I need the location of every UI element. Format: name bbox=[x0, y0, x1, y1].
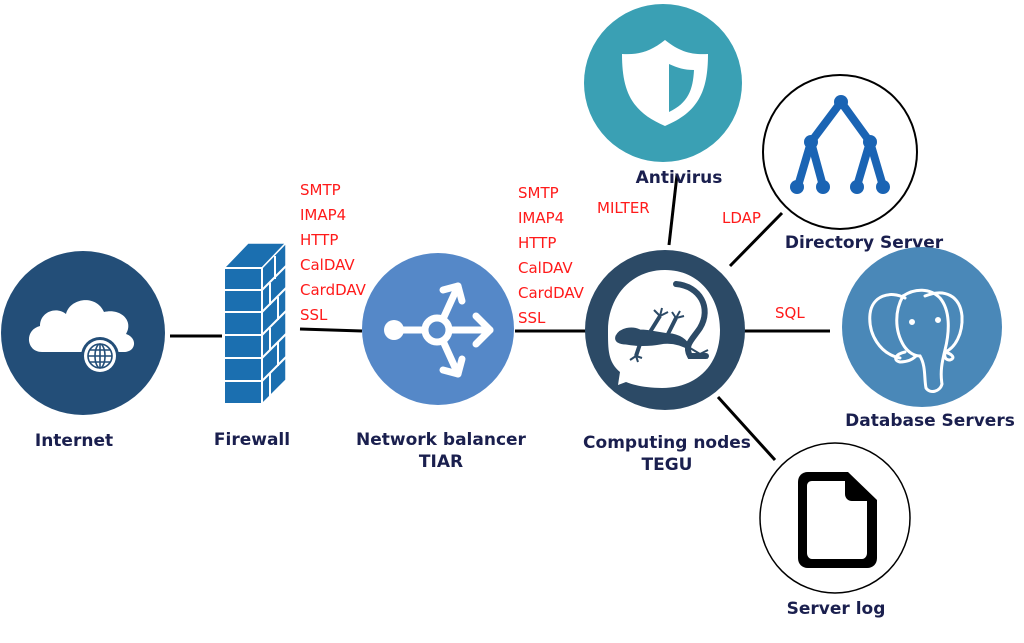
firewall-label: Firewall bbox=[214, 430, 290, 450]
protocol-label: CardDAV bbox=[518, 284, 585, 302]
antivirus-label: Antivirus bbox=[636, 168, 723, 188]
node-internet[interactable]: Internet bbox=[1, 251, 165, 451]
protocol-label: CardDAV bbox=[300, 281, 367, 299]
protocol-label: HTTP bbox=[300, 231, 338, 249]
protocol-label: SSL bbox=[518, 309, 546, 327]
split-arrows-icon bbox=[390, 282, 494, 378]
tegu-label-line1: Computing nodes bbox=[583, 433, 751, 453]
node-antivirus[interactable]: Antivirus bbox=[584, 4, 742, 188]
node-database-servers[interactable]: Database Servers bbox=[842, 247, 1015, 431]
source-dot bbox=[384, 320, 404, 340]
internet-label: Internet bbox=[35, 431, 113, 451]
ldap-protocol-label: LDAP bbox=[722, 209, 761, 227]
protocol-label: HTTP bbox=[518, 234, 556, 252]
protocol-label: IMAP4 bbox=[518, 209, 564, 227]
node-firewall[interactable]: Firewall bbox=[214, 241, 290, 450]
protocol-label: CalDAV bbox=[518, 259, 573, 277]
node-computing-tegu[interactable]: Computing nodes TEGU bbox=[583, 250, 751, 475]
edge-tegu-serverlog bbox=[716, 395, 777, 462]
tegu-label-line2: TEGU bbox=[642, 455, 693, 475]
brick-wall-icon bbox=[222, 241, 288, 406]
directory-label: Directory Server bbox=[785, 233, 944, 253]
cloud-globe-icon bbox=[28, 300, 135, 375]
node-directory-server[interactable]: Directory Server bbox=[762, 74, 944, 253]
lizard-icon bbox=[615, 281, 709, 363]
edge-tegu-directory bbox=[728, 211, 784, 268]
protocol-label: SMTP bbox=[300, 181, 341, 199]
balancer-circle bbox=[362, 253, 514, 405]
node-network-balancer[interactable]: Network balancer TIAR bbox=[356, 253, 527, 472]
balancer-label-line2: TIAR bbox=[419, 452, 463, 472]
shield-icon bbox=[622, 40, 708, 126]
document-icon bbox=[798, 472, 877, 568]
sql-protocol-label: SQL bbox=[775, 304, 805, 322]
edge-firewall-balancer bbox=[299, 327, 363, 333]
edge-tegu-antivirus bbox=[667, 174, 679, 246]
milter-protocol-label: MILTER bbox=[597, 199, 650, 217]
database-circle bbox=[842, 247, 1002, 407]
serverlog-label: Server log bbox=[787, 599, 886, 619]
elephant-icon bbox=[868, 288, 964, 393]
protocol-label: IMAP4 bbox=[300, 206, 346, 224]
protocol-label: SMTP bbox=[518, 184, 559, 202]
tree-hierarchy-icon bbox=[790, 95, 890, 194]
node-server-log[interactable]: Server log bbox=[759, 442, 911, 619]
protocol-label: CalDAV bbox=[300, 256, 355, 274]
protocol-list-firewall-balancer: SMTP IMAP4 HTTP CalDAV CardDAV SSL bbox=[300, 181, 367, 324]
protocol-label: SSL bbox=[300, 306, 328, 324]
database-label: Database Servers bbox=[845, 411, 1015, 431]
protocol-list-balancer-tegu: SMTP IMAP4 HTTP CalDAV CardDAV SSL bbox=[518, 184, 585, 327]
balancer-label-line1: Network balancer bbox=[356, 430, 527, 450]
